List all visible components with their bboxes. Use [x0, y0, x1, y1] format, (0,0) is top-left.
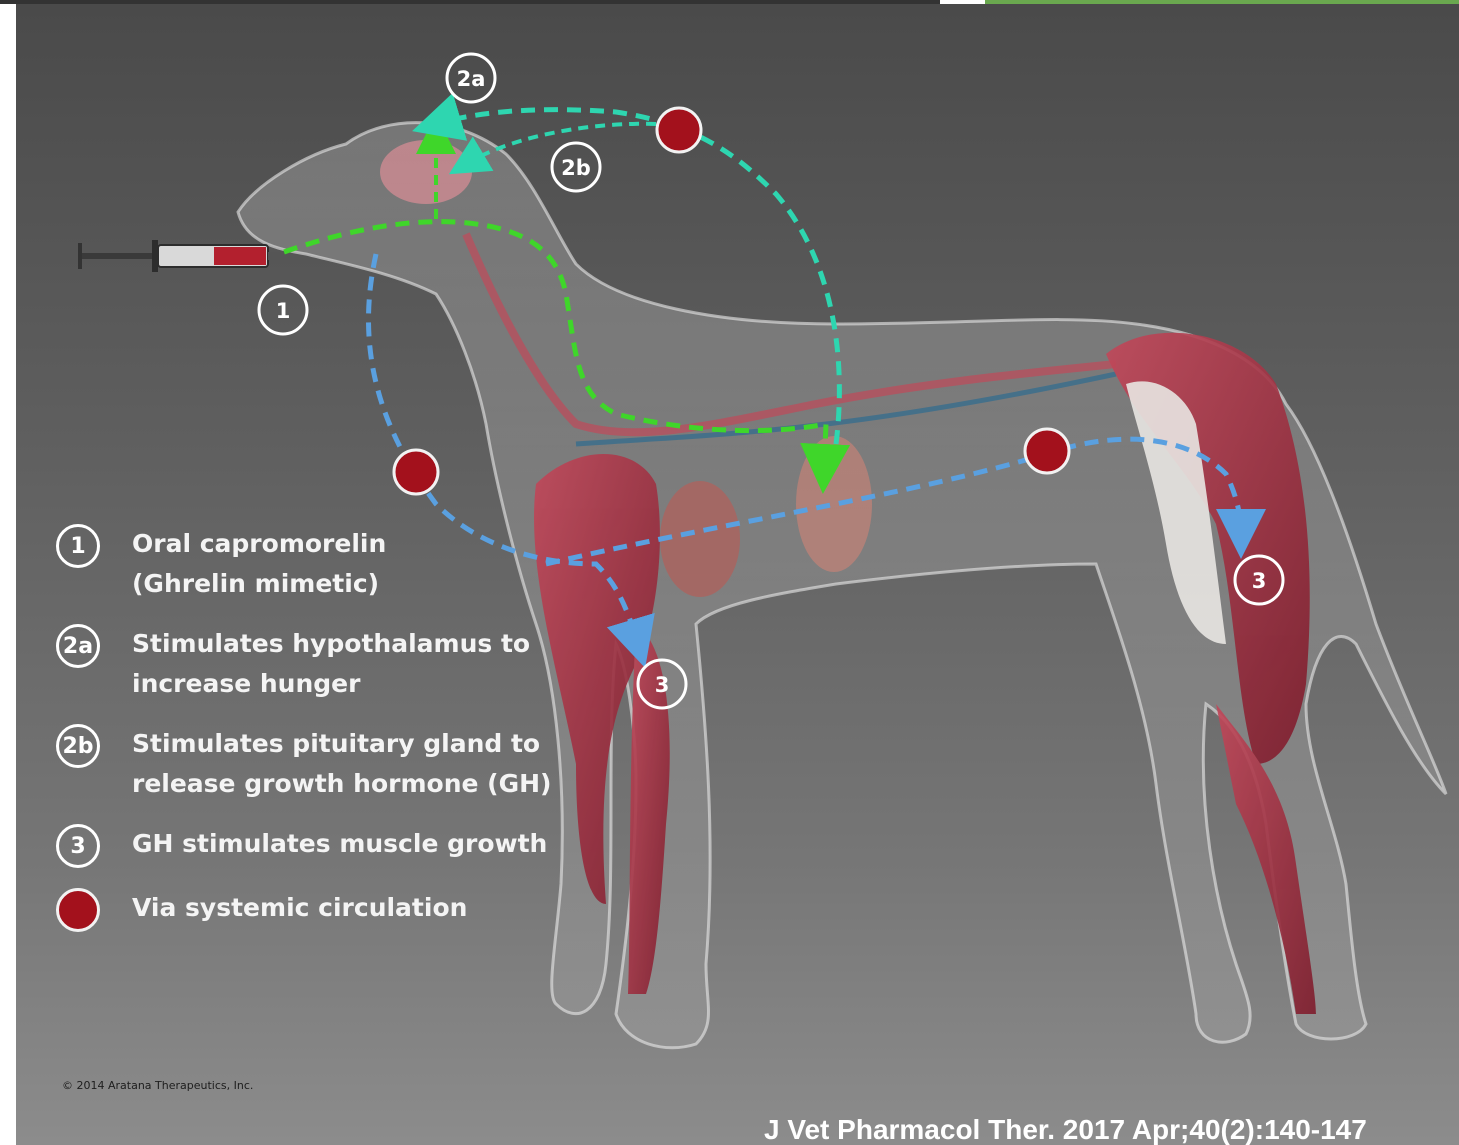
brain — [380, 140, 472, 204]
legend-text-2a: Stimulates hypothalamus to increase hung… — [132, 624, 530, 704]
legend-text-1: Oral capromorelin (Ghrelin mimetic) — [132, 524, 386, 604]
legend-item-1: 1 Oral capromorelin (Ghrelin mimetic) — [56, 524, 576, 604]
legend-marker-1: 1 — [56, 524, 100, 568]
svg-text:2a: 2a — [457, 67, 486, 91]
diagram-panel: 2a 2b 1 3 3 1 Oral capromorelin (Ghrelin… — [16, 4, 1459, 1145]
circulation-dot — [1025, 429, 1069, 473]
legend-item-circulation: Via systemic circulation — [56, 888, 576, 932]
marker-2b: 2b — [552, 143, 600, 191]
legend: 1 Oral capromorelin (Ghrelin mimetic) 2a… — [56, 524, 576, 952]
legend-dot-icon — [56, 888, 100, 932]
circulation-dot — [657, 108, 701, 152]
copyright: © 2014 Aratana Therapeutics, Inc. — [62, 1079, 253, 1092]
svg-text:3: 3 — [655, 673, 670, 697]
circulation-dot — [394, 450, 438, 494]
legend-marker-2a: 2a — [56, 624, 100, 668]
legend-text-2b: Stimulates pituitary gland to release gr… — [132, 724, 551, 804]
marker-2a: 2a — [447, 54, 495, 102]
svg-text:2b: 2b — [561, 156, 591, 180]
legend-item-2a: 2a Stimulates hypothalamus to increase h… — [56, 624, 576, 704]
citation: J Vet Pharmacol Ther. 2017 Apr;40(2):140… — [764, 1114, 1367, 1145]
svg-text:3: 3 — [1252, 569, 1267, 593]
stomach — [796, 436, 872, 572]
marker-1: 1 — [259, 286, 307, 334]
legend-marker-2b: 2b — [56, 724, 100, 768]
legend-text-3: GH stimulates muscle growth — [132, 824, 547, 864]
legend-marker-3: 3 — [56, 824, 100, 868]
legend-item-3: 3 GH stimulates muscle growth — [56, 824, 576, 868]
legend-item-2b: 2b Stimulates pituitary gland to release… — [56, 724, 576, 804]
legend-text-circulation: Via systemic circulation — [132, 888, 467, 928]
svg-text:1: 1 — [276, 299, 291, 323]
syringe-icon — [78, 240, 280, 272]
